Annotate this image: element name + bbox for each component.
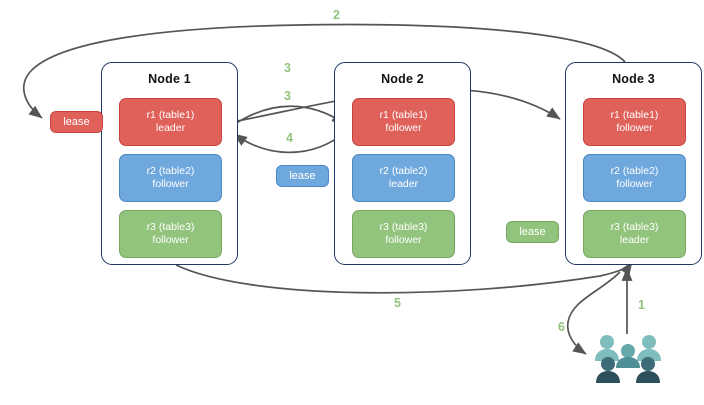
replica-role: follower bbox=[385, 234, 422, 246]
lease-label: lease bbox=[519, 226, 546, 238]
node-3-title: Node 3 bbox=[612, 72, 655, 86]
step-label-3a: 3 bbox=[284, 61, 291, 75]
arrow-step-3b bbox=[231, 105, 346, 127]
step-label-1: 1 bbox=[638, 298, 645, 312]
lease-label: lease bbox=[289, 170, 316, 182]
node-3[interactable]: Node 3 r1 (table1) follower r2 (table2) … bbox=[565, 62, 702, 265]
replica-role: follower bbox=[152, 234, 189, 246]
node-1-replica-r3[interactable]: r3 (table3) follower bbox=[119, 210, 222, 258]
lease-label: lease bbox=[63, 116, 90, 128]
replica-role: leader bbox=[388, 178, 419, 190]
replica-role: follower bbox=[616, 178, 653, 190]
replica-id: r2 (table2) bbox=[379, 164, 428, 177]
node-1-replica-r1[interactable]: r1 (table1) leader bbox=[119, 98, 222, 146]
node-2-replica-r2[interactable]: r2 (table2) leader bbox=[352, 154, 455, 202]
client-users-icon bbox=[595, 335, 661, 383]
node-1-replica-r2[interactable]: r2 (table2) follower bbox=[119, 154, 222, 202]
replica-id: r1 (table1) bbox=[610, 108, 659, 121]
step-label-2: 2 bbox=[333, 8, 340, 22]
lease-badge-r2[interactable]: lease bbox=[276, 165, 329, 187]
step-label-5: 5 bbox=[394, 296, 401, 310]
node-1-title: Node 1 bbox=[148, 72, 191, 86]
node-1[interactable]: Node 1 r1 (table1) leader r2 (table2) fo… bbox=[101, 62, 238, 265]
node-2-replica-r1[interactable]: r1 (table1) follower bbox=[352, 98, 455, 146]
node-3-replica-r2[interactable]: r2 (table2) follower bbox=[583, 154, 686, 202]
replica-role: leader bbox=[155, 122, 186, 134]
replica-id: r2 (table2) bbox=[146, 164, 195, 177]
lease-badge-r1[interactable]: lease bbox=[50, 111, 103, 133]
node-3-replica-r3[interactable]: r3 (table3) leader bbox=[583, 210, 686, 258]
person-back-right bbox=[637, 335, 661, 361]
replica-role: follower bbox=[616, 122, 653, 134]
person-back-left bbox=[595, 335, 619, 361]
person-front-left bbox=[596, 357, 620, 383]
node-2[interactable]: Node 2 r1 (table1) follower r2 (table2) … bbox=[334, 62, 471, 265]
lease-badge-r3[interactable]: lease bbox=[506, 221, 559, 243]
replica-id: r3 (table3) bbox=[610, 220, 659, 233]
replica-id: r1 (table1) bbox=[146, 108, 195, 121]
replica-id: r1 (table1) bbox=[379, 108, 428, 121]
step-label-6: 6 bbox=[558, 320, 565, 334]
replica-id: r3 (table3) bbox=[379, 220, 428, 233]
node-2-replica-r3[interactable]: r3 (table3) follower bbox=[352, 210, 455, 258]
replica-role: leader bbox=[619, 234, 650, 246]
step-label-3b: 3 bbox=[284, 89, 291, 103]
replica-role: follower bbox=[385, 122, 422, 134]
replica-id: r2 (table2) bbox=[610, 164, 659, 177]
replica-role: follower bbox=[152, 178, 189, 190]
node-2-title: Node 2 bbox=[381, 72, 424, 86]
person-front-right bbox=[636, 357, 660, 383]
step-label-4: 4 bbox=[286, 131, 293, 145]
person-middle bbox=[616, 344, 640, 368]
replica-id: r3 (table3) bbox=[146, 220, 195, 233]
arrow-step-5 bbox=[175, 261, 633, 294]
node-3-replica-r1[interactable]: r1 (table1) follower bbox=[583, 98, 686, 146]
